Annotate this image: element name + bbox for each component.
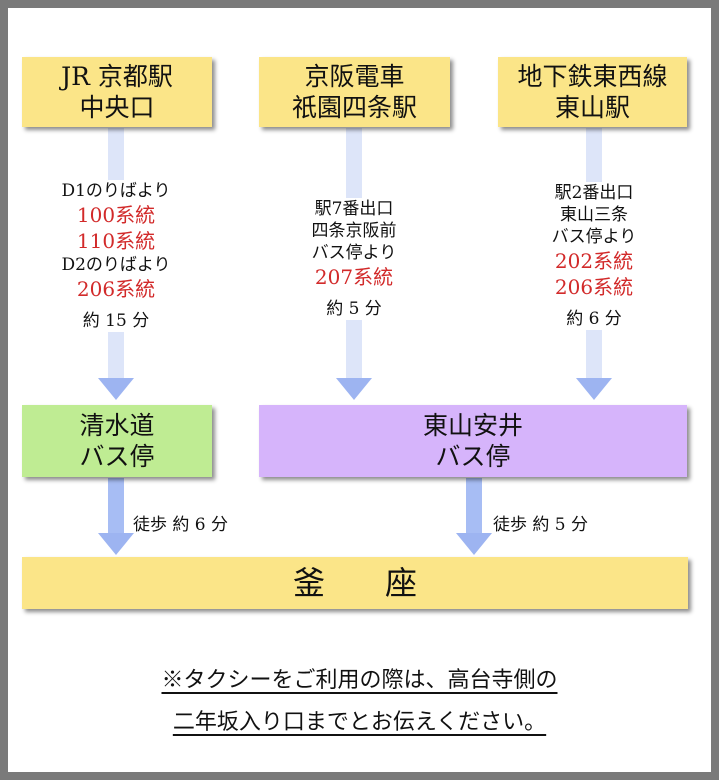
arrow-down-icon bbox=[336, 378, 372, 400]
stop-label: 清水道 bbox=[79, 410, 155, 440]
stop-kiyomizumichi: 清水道 バス停 bbox=[22, 405, 212, 477]
walk-time-1: 徒歩 約 6 分 bbox=[133, 515, 229, 535]
origin-jr-kyoto: JR 京都駅 中央口 bbox=[22, 57, 212, 127]
taxi-note-line-1: ※タクシーをご利用の際は、高台寺側の bbox=[161, 668, 558, 693]
origin-keihan-gion: 京阪電車 祇園四条駅 bbox=[259, 57, 450, 127]
walk-line-1 bbox=[108, 478, 124, 534]
taxi-note-line-2: 二年坂入り口までとお伝えください。 bbox=[172, 710, 547, 735]
walk-line-2 bbox=[466, 478, 482, 534]
bus-route: 207系統 bbox=[314, 265, 394, 290]
bus-route: 202系統 bbox=[554, 249, 634, 274]
travel-time: 約 6 分 bbox=[566, 309, 622, 330]
origin-label: 京阪電車 bbox=[304, 61, 405, 91]
route-info-1: D1のりばより 100系統 110系統 D2のりばより 206系統 約 15 分 bbox=[26, 180, 206, 333]
stop-name: 四条京阪前 bbox=[311, 221, 397, 242]
travel-time: 約 15 分 bbox=[82, 311, 150, 332]
bus-route: 110系統 bbox=[76, 229, 156, 254]
stop-label: バス停 bbox=[79, 442, 155, 471]
travel-time: 約 5 分 bbox=[326, 299, 382, 320]
arrow-down-icon bbox=[98, 533, 134, 555]
origin-label: 東山駅 bbox=[554, 93, 630, 122]
destination-box: 釜座 bbox=[22, 557, 688, 609]
stop-from: バス停より bbox=[311, 243, 397, 264]
stop-higashiyama-yasui: 東山安井 バス停 bbox=[259, 405, 687, 477]
origin-label: 中央口 bbox=[79, 93, 155, 122]
origin-label: 祇園四条駅 bbox=[291, 93, 417, 122]
route-info-2: 駅7番出口 四条京阪前 バス停より 207系統 約 5 分 bbox=[274, 198, 434, 321]
bus-route: 100系統 bbox=[76, 203, 156, 228]
stop-from: バス停より bbox=[551, 227, 637, 248]
boarding-label: D2のりばより bbox=[61, 255, 171, 276]
walk-time-2: 徒歩 約 5 分 bbox=[493, 515, 589, 535]
origin-subway-higashiyama: 地下鉄東西線 東山駅 bbox=[498, 57, 687, 127]
route-info-3: 駅2番出口 東山三条 バス停より 202系統 206系統 約 6 分 bbox=[514, 182, 674, 331]
stop-label: 東山安井 bbox=[422, 410, 523, 440]
arrow-down-icon bbox=[98, 378, 134, 400]
arrow-down-icon bbox=[456, 533, 492, 555]
bus-route: 206系統 bbox=[76, 277, 156, 302]
stop-name: 東山三条 bbox=[560, 205, 628, 226]
boarding-label: D1のりばより bbox=[61, 181, 171, 201]
arrow-down-icon bbox=[576, 378, 612, 400]
stop-label: バス停 bbox=[435, 442, 511, 471]
origin-label: JR 京都駅 bbox=[61, 61, 173, 91]
destination-label: 釜座 bbox=[292, 564, 477, 602]
bus-route: 206系統 bbox=[554, 275, 634, 300]
origin-label: 地下鉄東西線 bbox=[517, 61, 668, 91]
exit-label: 駅7番出口 bbox=[314, 199, 394, 219]
exit-label: 駅2番出口 bbox=[554, 183, 634, 203]
